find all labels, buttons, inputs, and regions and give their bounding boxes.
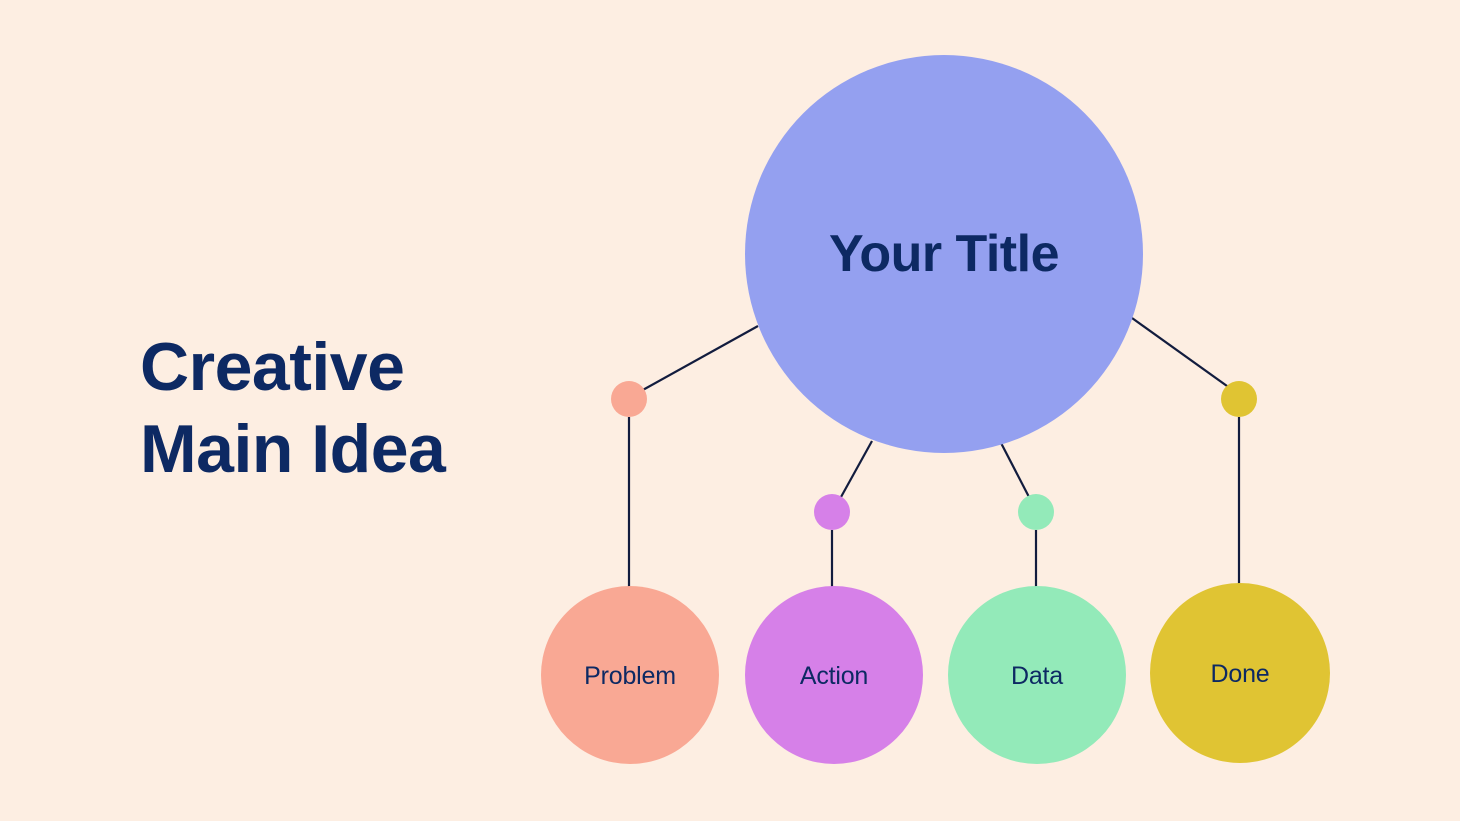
- branch-node-problem-circle[interactable]: [541, 586, 719, 764]
- connector-dot-done-circle[interactable]: [1221, 381, 1257, 417]
- connector-line-data: [999, 440, 1030, 498]
- connector-line-problem: [640, 325, 759, 392]
- branch-node-action-label: Action: [800, 662, 868, 690]
- connector-lines: [627, 317, 1241, 588]
- branch-node-action-circle[interactable]: [745, 586, 923, 764]
- branch-node-data[interactable]: Data: [948, 586, 1126, 764]
- root-node-circle[interactable]: [745, 55, 1143, 453]
- branch-node-action[interactable]: Action: [745, 586, 923, 764]
- root-node-label: Your Title: [829, 225, 1059, 283]
- connector-dot-problem[interactable]: [611, 381, 647, 417]
- branch-node-done[interactable]: Done: [1150, 583, 1330, 763]
- connector-dot-data[interactable]: [1018, 494, 1054, 530]
- connector-dot-done[interactable]: [1221, 381, 1257, 417]
- branch-node-problem-label: Problem: [584, 662, 676, 690]
- branch-node-problem[interactable]: Problem: [541, 586, 719, 764]
- connector-dot-action[interactable]: [814, 494, 850, 530]
- connector-dot-problem-circle[interactable]: [611, 381, 647, 417]
- connector-dot-action-circle[interactable]: [814, 494, 850, 530]
- branch-node-data-circle[interactable]: [948, 586, 1126, 764]
- branch-node-done-circle[interactable]: [1150, 583, 1330, 763]
- root-node[interactable]: Your Title: [745, 55, 1143, 453]
- branch-node-done-label: Done: [1211, 660, 1270, 688]
- connector-line-done: [1131, 317, 1228, 387]
- connector-line-action: [840, 440, 873, 498]
- branch-node-data-label: Data: [1011, 662, 1063, 690]
- connector-dot-data-circle[interactable]: [1018, 494, 1054, 530]
- page-title: Creative Main Idea: [140, 329, 446, 487]
